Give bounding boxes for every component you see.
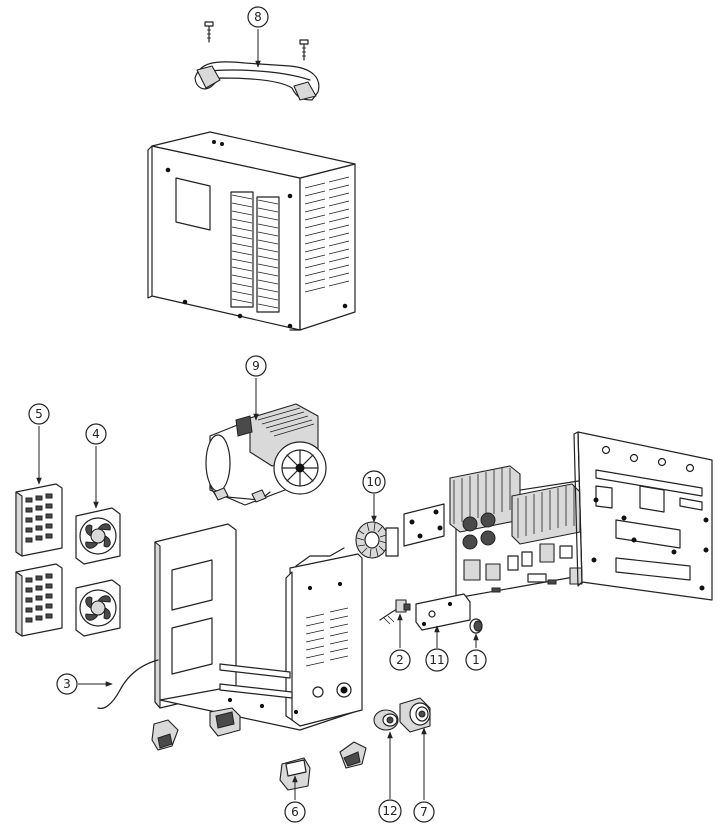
callouts: 8 9 5 4 10 3 2 11 1 <box>28 6 487 823</box>
rear-panel <box>573 431 713 601</box>
callout-10: 10 <box>366 475 381 489</box>
callout-9: 9 <box>252 359 260 373</box>
inductor-part <box>355 521 399 559</box>
knob-part <box>469 618 483 634</box>
switch-part <box>379 599 411 625</box>
front-panel-part <box>415 593 471 631</box>
callout-3: 3 <box>63 677 71 691</box>
callout-circle-3 <box>56 673 78 695</box>
callout-circle-7 <box>413 801 435 823</box>
main-pcb-assembly <box>403 465 586 599</box>
callout-4: 4 <box>92 427 100 441</box>
connector-part <box>373 697 431 733</box>
callout-5: 5 <box>35 407 43 421</box>
callout-7: 7 <box>420 805 428 819</box>
callout-circle-10 <box>362 470 386 494</box>
cable-part <box>97 659 159 710</box>
callout-12: 12 <box>382 804 397 818</box>
callout-circle-2 <box>389 649 411 671</box>
compressor-part <box>205 403 327 506</box>
feet-part <box>151 707 367 791</box>
filter-part <box>15 483 63 637</box>
callout-circle-1 <box>465 649 487 671</box>
callout-1: 1 <box>472 653 480 667</box>
chassis-frame <box>154 523 363 731</box>
callout-2: 2 <box>396 653 404 667</box>
callout-circle-12 <box>378 799 402 823</box>
top-cover-housing <box>147 131 356 331</box>
callout-circle-6 <box>284 801 306 823</box>
callout-6: 6 <box>291 805 299 819</box>
callout-circle-5 <box>28 403 50 425</box>
callout-8: 8 <box>254 10 262 24</box>
callout-11: 11 <box>429 653 444 667</box>
callout-circle-4 <box>85 423 107 445</box>
callout-circle-8 <box>247 6 269 28</box>
callout-circle-11 <box>425 648 449 672</box>
handle-part <box>194 21 320 101</box>
callout-circle-9 <box>245 355 267 377</box>
fan-part <box>75 507 121 637</box>
